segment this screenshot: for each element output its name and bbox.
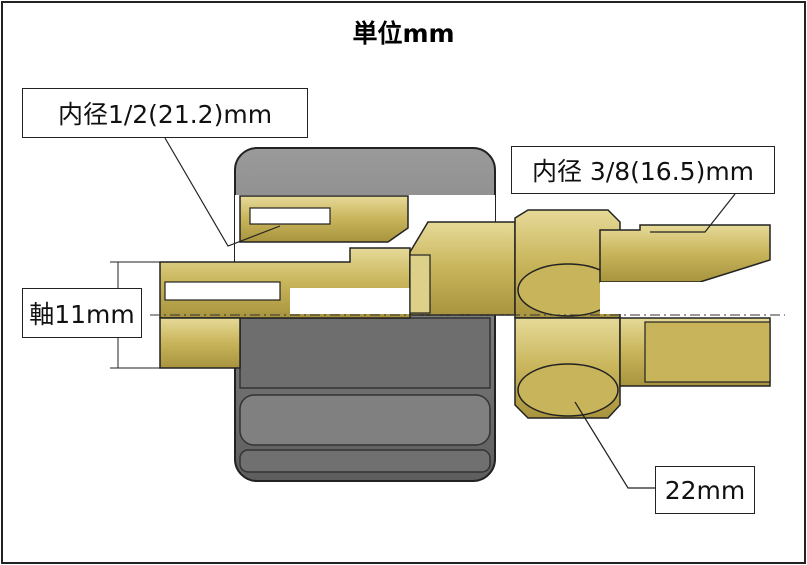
shaft-diameter-label: 軸11mm xyxy=(22,288,142,338)
inner-diameter-left-label: 内径1/2(21.2)mm xyxy=(22,88,308,138)
leader-lines xyxy=(164,137,736,489)
hex-nut xyxy=(514,209,621,419)
hex-size-label: 22mm xyxy=(655,466,755,514)
inner-diameter-right-label: 内径 3/8(16.5)mm xyxy=(511,146,775,194)
left-stem-upper xyxy=(159,247,420,319)
upper-sleeve xyxy=(239,195,409,243)
center-body xyxy=(409,221,516,316)
unit-title: 単位mm xyxy=(352,19,455,48)
left-stem-lower xyxy=(159,317,241,369)
right-stem xyxy=(599,224,775,387)
